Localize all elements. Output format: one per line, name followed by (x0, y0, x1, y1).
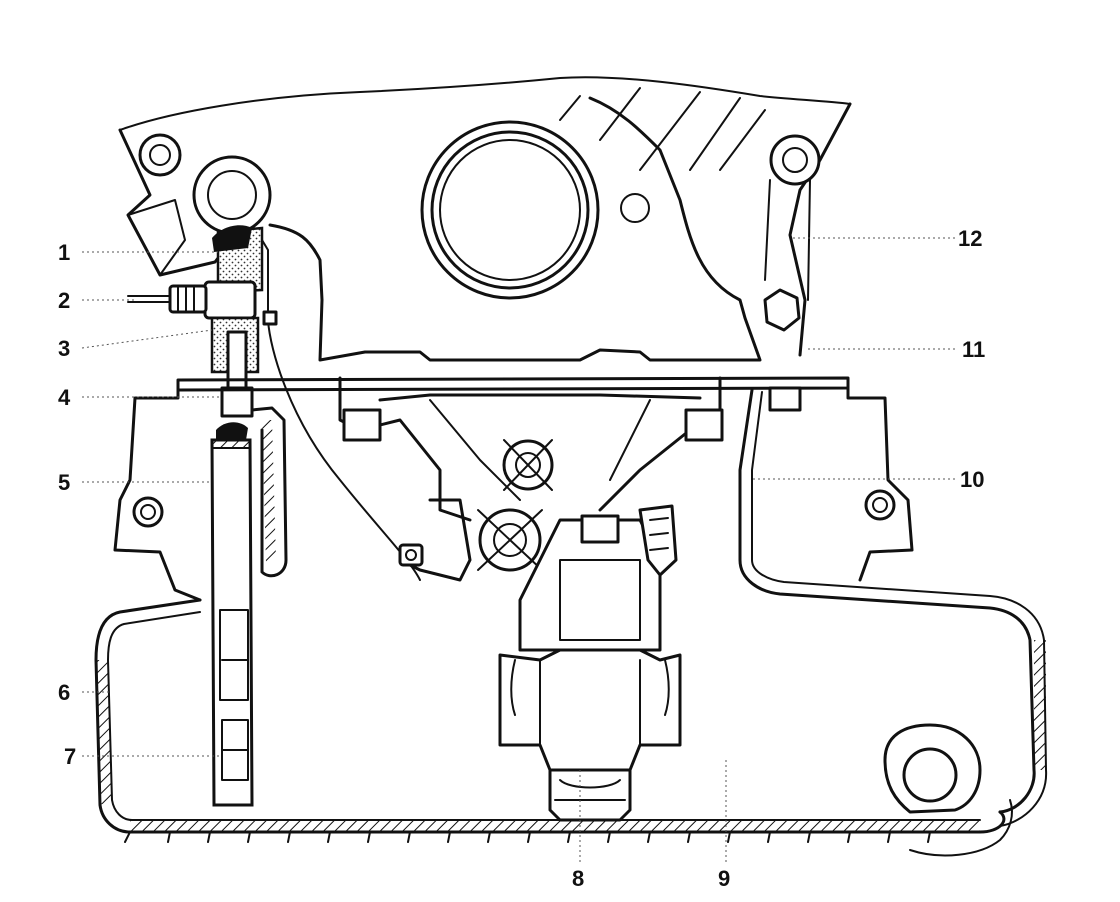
callout-8: 8 (572, 866, 584, 891)
callout-leaders (81, 237, 955, 862)
callout-1: 1 (58, 240, 70, 265)
callout-11: 11 (962, 337, 985, 362)
callout-9: 9 (718, 866, 730, 891)
callout-6: 6 (58, 680, 70, 705)
callout-10: 10 (960, 467, 984, 492)
callout-4: 4 (58, 385, 71, 410)
oil-level-sensor-assembly (127, 225, 421, 581)
callout-7: 7 (64, 744, 76, 769)
oil-pump (338, 376, 802, 822)
callout-labels: 1 2 3 4 5 6 7 8 9 10 11 12 (58, 226, 985, 891)
oil-pan (94, 376, 1048, 857)
callout-5: 5 (58, 470, 70, 495)
callout-12: 12 (958, 226, 982, 251)
callout-2: 2 (58, 288, 70, 313)
dipstick-tube (210, 406, 288, 807)
callout-3: 3 (58, 336, 70, 361)
